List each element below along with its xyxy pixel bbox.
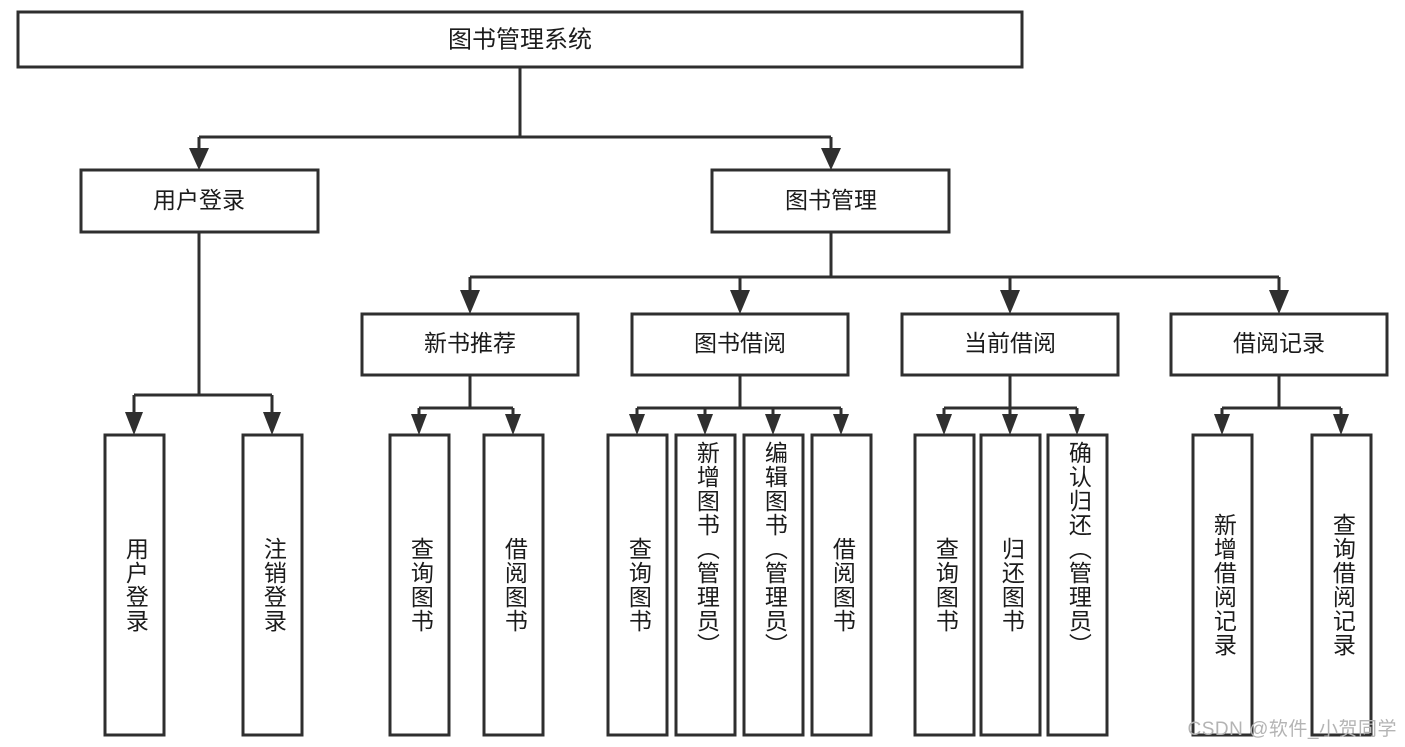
node-book-management-box[interactable] xyxy=(710,168,951,234)
arrow-to-leaf-query-book-2 xyxy=(629,414,645,435)
arrow-to-leaf-add-book xyxy=(697,414,713,435)
node-leaf-add-record-box[interactable] xyxy=(1191,433,1254,737)
node-leaf-logout-login-box[interactable] xyxy=(241,433,304,737)
arrow-to-new-book-recommend xyxy=(460,290,480,314)
node-leaf-query-book-1-box[interactable] xyxy=(388,433,451,737)
csdn-watermark: CSDN @软件_小贺同学 xyxy=(1187,719,1397,740)
arrow-to-leaf-return-book xyxy=(1002,414,1018,435)
node-borrow-record-label: 借阅记录 xyxy=(1233,330,1325,356)
arrow-to-leaf-add-record xyxy=(1214,414,1230,435)
arrow-to-leaf-query-book-1 xyxy=(411,414,427,435)
node-leaf-borrow-book-1-box[interactable] xyxy=(482,433,545,737)
node-user-login-box[interactable] xyxy=(79,168,320,234)
arrow-to-leaf-confirm-return xyxy=(1069,414,1085,435)
arrow-to-current-borrow xyxy=(1000,290,1020,314)
arrow-to-leaf-borrow-book-2 xyxy=(833,414,849,435)
arrow-to-book-management xyxy=(821,148,841,170)
arrow-to-leaf-borrow-book-1 xyxy=(505,414,521,435)
node-leaf-return-book-box[interactable] xyxy=(979,433,1042,737)
node-leaf-query-book-3-box[interactable] xyxy=(913,433,976,737)
node-book-management-label: 图书管理 xyxy=(785,187,877,213)
nodes-layer: 图书管理系统 用户登录 图书管理 新书推荐 图书借阅 当前借阅 借阅记录 xyxy=(16,10,1389,737)
node-root-box[interactable] xyxy=(16,10,1024,69)
node-borrow-record-box[interactable] xyxy=(1169,312,1389,377)
arrow-to-leaf-edit-book xyxy=(765,414,781,435)
node-leaf-borrow-book-2-box[interactable] xyxy=(810,433,873,737)
node-book-borrow-label: 图书借阅 xyxy=(694,330,786,356)
node-new-book-recommend-label: 新书推荐 xyxy=(424,330,516,356)
node-leaf-confirm-return-box[interactable] xyxy=(1046,433,1109,737)
arrow-to-book-borrow xyxy=(730,290,750,314)
node-current-borrow-label: 当前借阅 xyxy=(964,330,1056,356)
node-new-book-recommend-box[interactable] xyxy=(360,312,580,377)
node-current-borrow-box[interactable] xyxy=(900,312,1120,377)
node-leaf-edit-book-box[interactable] xyxy=(742,433,805,737)
edges-layer xyxy=(125,67,1349,435)
node-root-label: 图书管理系统 xyxy=(448,26,592,53)
arrow-to-leaf-logout-login xyxy=(263,412,281,435)
arrow-to-borrow-record xyxy=(1269,290,1289,314)
node-user-login-label: 用户登录 xyxy=(153,187,245,213)
node-leaf-add-book-box[interactable] xyxy=(674,433,737,737)
node-leaf-query-record-box[interactable] xyxy=(1310,433,1373,737)
arrow-to-leaf-query-record xyxy=(1333,414,1349,435)
node-leaf-user-login-box[interactable] xyxy=(103,433,166,737)
arrow-to-leaf-user-login xyxy=(125,412,143,435)
arrow-to-user-login xyxy=(189,148,209,170)
arrow-to-leaf-query-book-3 xyxy=(936,414,952,435)
node-book-borrow-box[interactable] xyxy=(630,312,850,377)
node-leaf-query-book-2-box[interactable] xyxy=(606,433,669,737)
